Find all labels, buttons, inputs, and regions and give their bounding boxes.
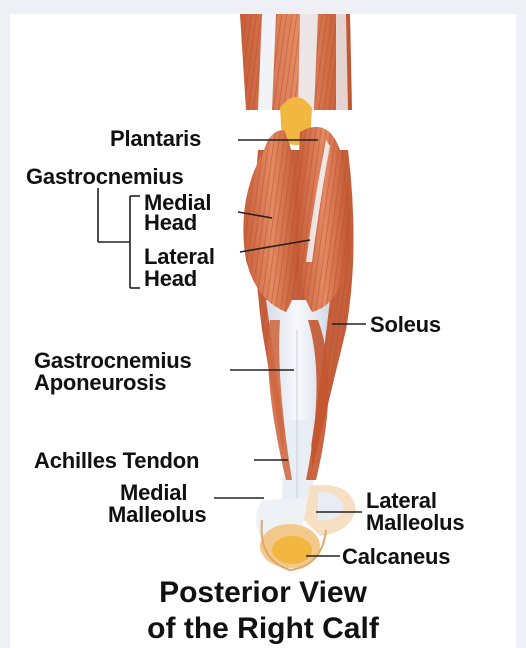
thigh-muscles — [240, 14, 352, 110]
label-soleus: Soleus — [370, 314, 441, 335]
title-line1: Posterior View — [0, 574, 526, 612]
title-line2: of the Right Calf — [0, 610, 526, 648]
label-lateral-malleolus-line1: Lateral — [366, 490, 437, 511]
label-lateral-malleolus-line2: Malleolus — [366, 512, 464, 533]
label-medial-malleolus-line2: Malleolus — [108, 504, 206, 525]
label-medial-malleolus-line1: Medial — [120, 482, 187, 503]
label-gastrocnemius-aponeurosis-line2: Aponeurosis — [34, 372, 166, 393]
label-plantaris: Plantaris — [110, 128, 201, 149]
label-achilles-tendon: Achilles Tendon — [34, 450, 199, 471]
label-medial-head-line2: Head — [144, 212, 197, 233]
label-gastrocnemius: Gastrocnemius — [26, 166, 184, 187]
label-gastrocnemius-aponeurosis-line1: Gastrocnemius — [34, 350, 192, 371]
label-lateral-head-line1: Lateral — [144, 246, 215, 267]
label-calcaneus: Calcaneus — [342, 546, 450, 567]
label-lateral-head-line2: Head — [144, 268, 197, 289]
gastrocnemius-medial-head — [243, 130, 300, 312]
